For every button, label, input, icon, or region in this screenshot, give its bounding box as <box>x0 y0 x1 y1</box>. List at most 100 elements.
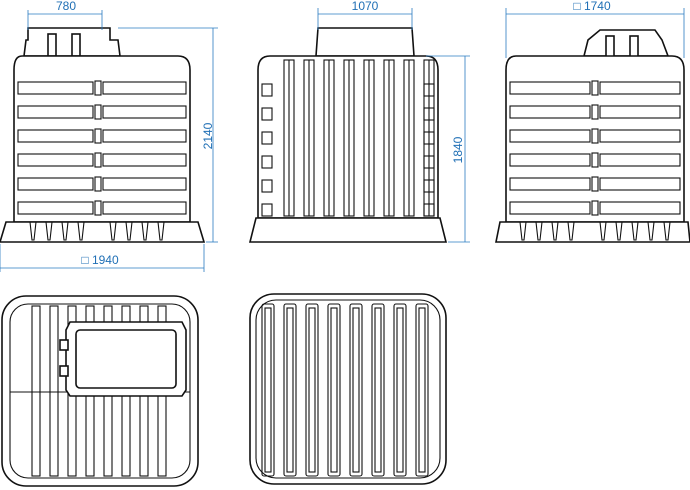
rib <box>599 81 681 95</box>
slat <box>415 303 429 477</box>
foot <box>551 221 559 241</box>
side-lug <box>423 131 435 145</box>
back-width-dimension: □ 1740 <box>505 0 685 58</box>
foot <box>535 221 543 241</box>
rib-connector <box>94 176 102 192</box>
slat-inner <box>264 307 272 473</box>
front-height-dimension: 2140 <box>118 27 218 243</box>
foot <box>125 221 133 241</box>
side-width-dimension: 1070 <box>317 0 413 30</box>
rib <box>17 129 94 143</box>
rib <box>599 129 681 143</box>
rib <box>599 105 681 119</box>
rib-connector <box>94 80 102 96</box>
slat <box>283 303 297 477</box>
front-width-dimension: 780 <box>27 0 103 30</box>
foot <box>157 221 165 241</box>
rib-connector <box>591 104 599 120</box>
rib <box>509 177 591 191</box>
rib-connector <box>591 200 599 216</box>
side-lug <box>261 131 273 145</box>
foot <box>109 221 117 241</box>
side-lug <box>423 107 435 121</box>
back-neck <box>582 29 670 57</box>
slat <box>349 303 363 477</box>
slat <box>327 303 341 477</box>
front-base-label: □ 1940 <box>81 253 119 267</box>
rib <box>509 105 591 119</box>
front-feet <box>29 221 165 241</box>
slat <box>49 305 59 477</box>
back-width-label: □ 1740 <box>573 0 611 13</box>
rib <box>509 81 591 95</box>
side-lug <box>261 155 273 169</box>
slat-inner <box>352 307 360 473</box>
rib-connector <box>94 128 102 144</box>
front-view <box>0 27 206 243</box>
rib <box>102 81 187 95</box>
rib-connector <box>94 200 102 216</box>
foot <box>29 221 37 241</box>
side-lug <box>423 179 435 193</box>
rib <box>17 105 94 119</box>
top-inlet-lower <box>59 365 69 377</box>
rib <box>17 177 94 191</box>
side-height-label: 1840 <box>451 136 465 163</box>
rib <box>509 201 591 215</box>
bottom-outline <box>249 293 447 485</box>
front-width-label: 780 <box>56 0 76 13</box>
front-base-dimension: □ 1940 <box>0 244 205 272</box>
slat <box>371 303 385 477</box>
bottom-view <box>249 293 447 485</box>
rib-connector <box>591 80 599 96</box>
slat <box>261 303 275 477</box>
side-slats <box>261 59 435 217</box>
side-lug <box>261 179 273 193</box>
rib <box>102 201 187 215</box>
front-ribs <box>17 80 187 216</box>
bottom-slats <box>261 303 429 477</box>
side-lug <box>423 155 435 169</box>
front-body <box>13 55 191 223</box>
top-inlet-upper <box>59 339 69 351</box>
foot <box>519 221 527 241</box>
side-lug <box>261 83 273 97</box>
slat-inner <box>286 307 294 473</box>
foot <box>141 221 149 241</box>
slat-inner <box>374 307 382 473</box>
slat <box>393 303 407 477</box>
foot <box>663 221 671 241</box>
foot <box>45 221 53 241</box>
side-lug <box>261 203 273 217</box>
side-width-label: 1070 <box>352 0 379 13</box>
rib <box>599 153 681 167</box>
rib <box>17 81 94 95</box>
foot <box>567 221 575 241</box>
side-height-dimension: 1840 <box>426 55 470 243</box>
rib <box>599 201 681 215</box>
rib <box>509 153 591 167</box>
foot <box>77 221 85 241</box>
rib-connector <box>591 128 599 144</box>
side-view <box>248 27 448 243</box>
slat-inner <box>330 307 338 473</box>
rib-connector <box>94 104 102 120</box>
back-view <box>495 29 690 243</box>
front-height-label: 2140 <box>201 122 215 149</box>
side-neck <box>315 27 415 57</box>
rib <box>17 153 94 167</box>
side-body <box>257 55 439 219</box>
back-feet <box>519 221 671 241</box>
top-manhole-opening <box>75 329 177 389</box>
slat-inner <box>418 307 426 473</box>
top-inner-outline <box>9 303 191 479</box>
slat-inner <box>308 307 316 473</box>
back-ribs <box>509 80 681 216</box>
front-pipe-right <box>71 33 81 57</box>
foot <box>599 221 607 241</box>
rib-connector <box>591 152 599 168</box>
side-lug <box>423 83 435 97</box>
foot <box>647 221 655 241</box>
foot <box>615 221 623 241</box>
